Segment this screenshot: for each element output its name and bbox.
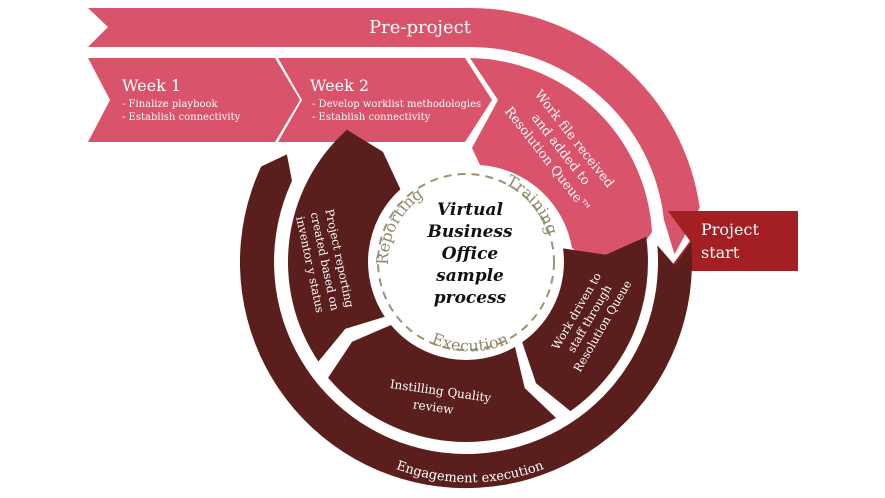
week2-title: Week 2 bbox=[310, 76, 369, 95]
center-title-line: Virtual bbox=[437, 200, 504, 220]
reporting-segment bbox=[287, 129, 401, 362]
week2-item: - Establish connectivity bbox=[312, 112, 431, 123]
quality-segment bbox=[328, 325, 556, 443]
week2-item: - Develop worklist methodologies bbox=[312, 99, 481, 110]
work-driven-segment bbox=[522, 236, 648, 412]
week1-title: Week 1 bbox=[122, 76, 181, 95]
week2-chevron bbox=[278, 58, 492, 142]
project-start-box bbox=[668, 211, 798, 271]
engagement-execution-ring bbox=[239, 154, 692, 489]
center-title-line: Office bbox=[442, 244, 499, 264]
project-start-line: Project bbox=[701, 220, 759, 239]
week1-chevron bbox=[88, 58, 300, 142]
pre-project-band bbox=[88, 8, 700, 255]
week1-item: - Establish connectivity bbox=[122, 112, 241, 123]
project-start-line: start bbox=[701, 243, 740, 262]
work-file-block bbox=[470, 58, 652, 280]
center-title-line: process bbox=[434, 288, 507, 308]
center-title-line: sample bbox=[435, 266, 504, 286]
dashed-process-circle bbox=[377, 173, 555, 351]
quality-line: review bbox=[412, 397, 455, 417]
pre-project-label: Pre-project bbox=[369, 17, 472, 38]
week1-item: - Finalize playbook bbox=[122, 99, 219, 110]
center-title-line: Business bbox=[426, 222, 513, 242]
